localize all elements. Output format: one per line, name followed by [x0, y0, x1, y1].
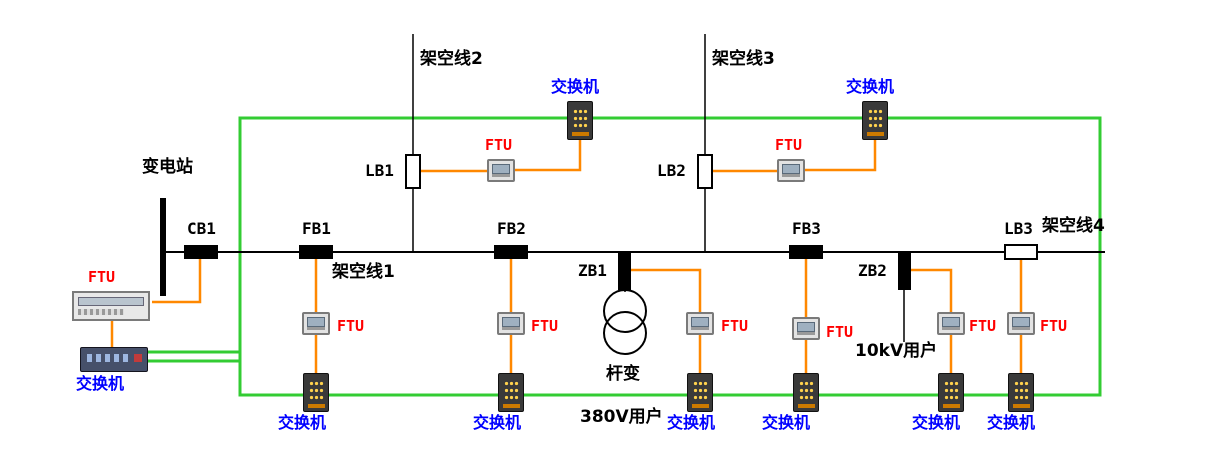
link-ftu-switch-lb2 — [804, 140, 877, 172]
switch-label-lb3: 交换机 — [987, 413, 1036, 432]
ftu-device-substation — [72, 291, 150, 321]
switch-device-fb1 — [303, 373, 329, 412]
ftu-device-fb1 — [302, 312, 330, 335]
substation-busbar — [160, 198, 166, 296]
breaker-fb1 — [299, 245, 333, 259]
label-lb2: LB2 — [657, 161, 686, 180]
switch-device-lb1 — [567, 101, 593, 140]
label-overhead-line-4: 架空线4 — [1042, 216, 1105, 236]
label-fb3: FB3 — [792, 219, 821, 238]
ftu-device-zb1 — [686, 312, 714, 335]
label-zb2: ZB2 — [858, 261, 887, 280]
label-zb1: ZB1 — [578, 261, 607, 280]
label-overhead-line-1: 架空线1 — [332, 262, 395, 282]
label-substation: 变电站 — [142, 157, 193, 177]
load-switch-lb2 — [697, 154, 713, 189]
breaker-fb3 — [789, 245, 823, 259]
switch-device-zb2 — [938, 373, 964, 412]
load-switch-lb1 — [405, 154, 421, 189]
switch-device-zb1 — [687, 373, 713, 412]
switch-label-zb1: 交换机 — [667, 413, 716, 432]
switch-device-fb3 — [793, 373, 819, 412]
label-overhead-line-3: 架空线3 — [712, 49, 775, 69]
ftu-device-lb1 — [487, 159, 515, 182]
link-zb2-chain — [910, 268, 953, 376]
breaker-fb2 — [494, 245, 528, 259]
link-ftu-switch-lb1 — [514, 140, 582, 172]
ftu-label-lb1: FTU — [485, 136, 513, 154]
switch-label-fb1: 交换机 — [278, 413, 327, 432]
ethernet-ring — [238, 116, 1102, 397]
ftu-label-zb1: FTU — [721, 317, 749, 335]
breaker-zb2 — [898, 253, 911, 290]
ftu-device-lb3 — [1007, 312, 1035, 335]
load-switch-lb3 — [1004, 244, 1038, 260]
switch-label-fb2: 交换机 — [473, 413, 522, 432]
switch-label-substation: 交换机 — [76, 374, 125, 393]
label-user-10kv: 10kV用户 — [855, 341, 938, 361]
ftu-label-zb2: FTU — [969, 317, 997, 335]
ftu-label-fb3: FTU — [826, 323, 854, 341]
switch-label-zb2: 交换机 — [912, 413, 961, 432]
ftu-label-lb3: FTU — [1040, 317, 1068, 335]
label-user-380v: 380V用户 — [580, 407, 663, 427]
ftu-device-fb2 — [497, 312, 525, 335]
label-fb1: FB1 — [302, 219, 331, 238]
label-fb2: FB2 — [497, 219, 526, 238]
ftu-device-fb3 — [792, 317, 820, 340]
switch-label-lb2: 交换机 — [846, 77, 895, 96]
switch-device-lb2 — [862, 101, 888, 140]
breaker-cb1 — [184, 245, 218, 259]
ftu-label-lb2: FTU — [775, 136, 803, 154]
ftu-device-zb2 — [937, 312, 965, 335]
switch-device-fb2 — [498, 373, 524, 412]
switch-label-lb1: 交换机 — [551, 77, 600, 96]
switch-device-lb3 — [1008, 373, 1034, 412]
link-cb1-ftu — [152, 259, 202, 304]
switch-device-substation — [80, 347, 148, 372]
breaker-zb1 — [618, 253, 631, 290]
label-lb1: LB1 — [365, 161, 394, 180]
transformer-coil-bottom — [603, 311, 647, 355]
label-pole-transformer: 杆变 — [606, 364, 640, 384]
label-overhead-line-2: 架空线2 — [420, 49, 483, 69]
ftu-label-fb1: FTU — [337, 317, 365, 335]
ftu-device-lb2 — [777, 159, 805, 182]
label-cb1: CB1 — [187, 219, 216, 238]
switch-label-fb3: 交换机 — [762, 413, 811, 432]
ftu-label-fb2: FTU — [531, 317, 559, 335]
ftu-label-substation: FTU — [88, 268, 116, 286]
link-zb1-chain — [631, 268, 702, 376]
transformer-coil-top — [603, 289, 647, 333]
label-lb3: LB3 — [1004, 219, 1033, 238]
